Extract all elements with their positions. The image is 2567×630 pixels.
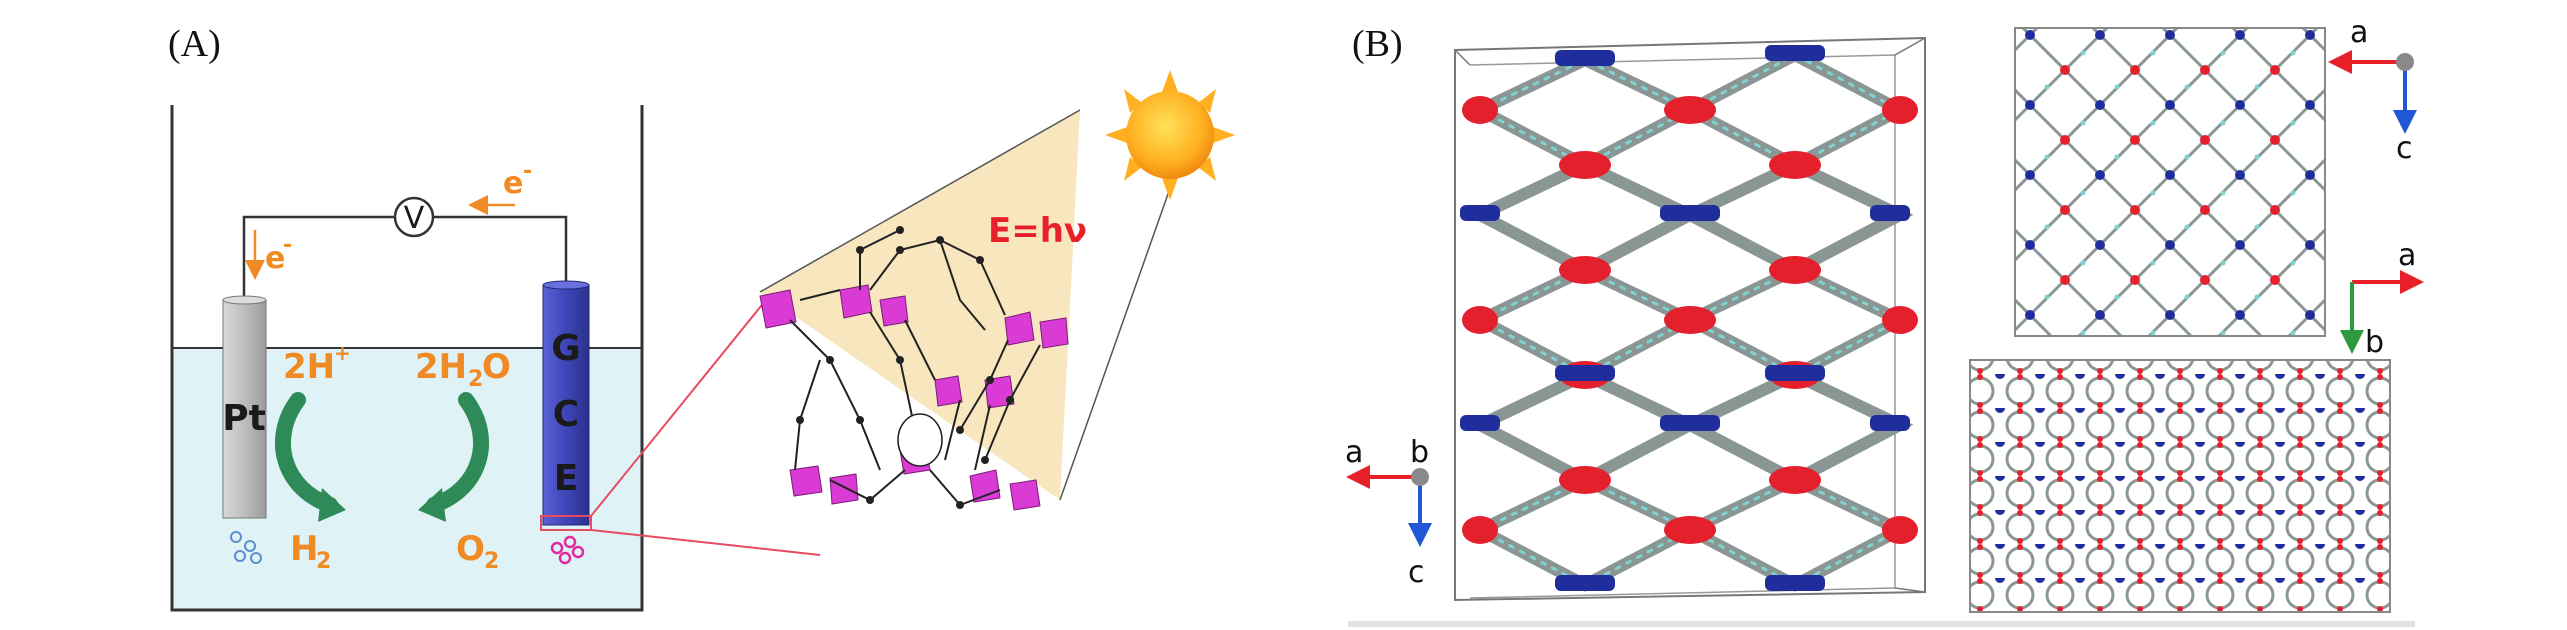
main-axis-c: c xyxy=(1408,555,1425,590)
view-ac xyxy=(2014,27,2326,337)
panel-b-label: (B) xyxy=(1352,23,1403,65)
sun-icon xyxy=(1105,70,1235,200)
main-axis-a: a xyxy=(1345,435,1363,470)
gce-letter-c: C xyxy=(553,394,579,435)
reaction-right-tail: O xyxy=(482,347,511,387)
reaction-right-label: 2H xyxy=(415,347,467,387)
gce-letter-e: E xyxy=(554,458,579,499)
zoom-line-bottom xyxy=(590,529,821,556)
gce-electrode xyxy=(542,284,590,526)
pt-label: Pt xyxy=(222,398,266,439)
view-ab xyxy=(1969,359,2391,613)
product-o2-sub: 2 xyxy=(484,549,499,574)
top-right-axis-c: c xyxy=(2396,131,2413,166)
mid-right-axis-a: a xyxy=(2398,238,2416,273)
mid-right-axis-b: b xyxy=(2365,325,2384,360)
electron-label-top: e xyxy=(503,166,523,201)
reaction-left-sup: + xyxy=(334,341,351,365)
gce-letter-g: G xyxy=(551,328,581,369)
product-h2: H xyxy=(290,529,318,569)
reaction-right-sub: 2 xyxy=(468,367,483,392)
h2-bubbles xyxy=(230,531,262,564)
electron-sup-top: - xyxy=(523,159,532,184)
top-right-axis-a: a xyxy=(2350,15,2368,50)
mid-right-axes-indicator xyxy=(2340,270,2424,354)
electron-sup-left: - xyxy=(283,233,292,258)
voltmeter xyxy=(393,196,435,238)
product-h2-sub: 2 xyxy=(316,549,331,574)
pt-electrode xyxy=(222,299,267,519)
main-axis-b: b xyxy=(1410,435,1429,470)
product-o2: O xyxy=(456,529,485,569)
top-right-axes-indicator xyxy=(2328,50,2417,134)
mof-cluster-illustration xyxy=(759,226,1069,511)
voltmeter-label: V xyxy=(404,201,425,236)
electron-label-left: e xyxy=(265,241,285,276)
main-framework xyxy=(1460,45,1918,592)
green-arrow-right xyxy=(426,392,489,513)
main-axes-indicator xyxy=(1346,465,1432,547)
light-equation: E=hν xyxy=(988,211,1087,251)
catalyst-highlight-box xyxy=(540,515,592,531)
circuit-wire xyxy=(242,215,568,300)
o2-bubbles xyxy=(550,535,585,565)
green-arrow-left xyxy=(275,392,338,513)
beaker xyxy=(170,105,644,612)
zoom-line-top xyxy=(590,294,771,517)
reaction-left-label: 2H xyxy=(283,347,335,387)
panel-a-label: (A) xyxy=(168,23,221,65)
